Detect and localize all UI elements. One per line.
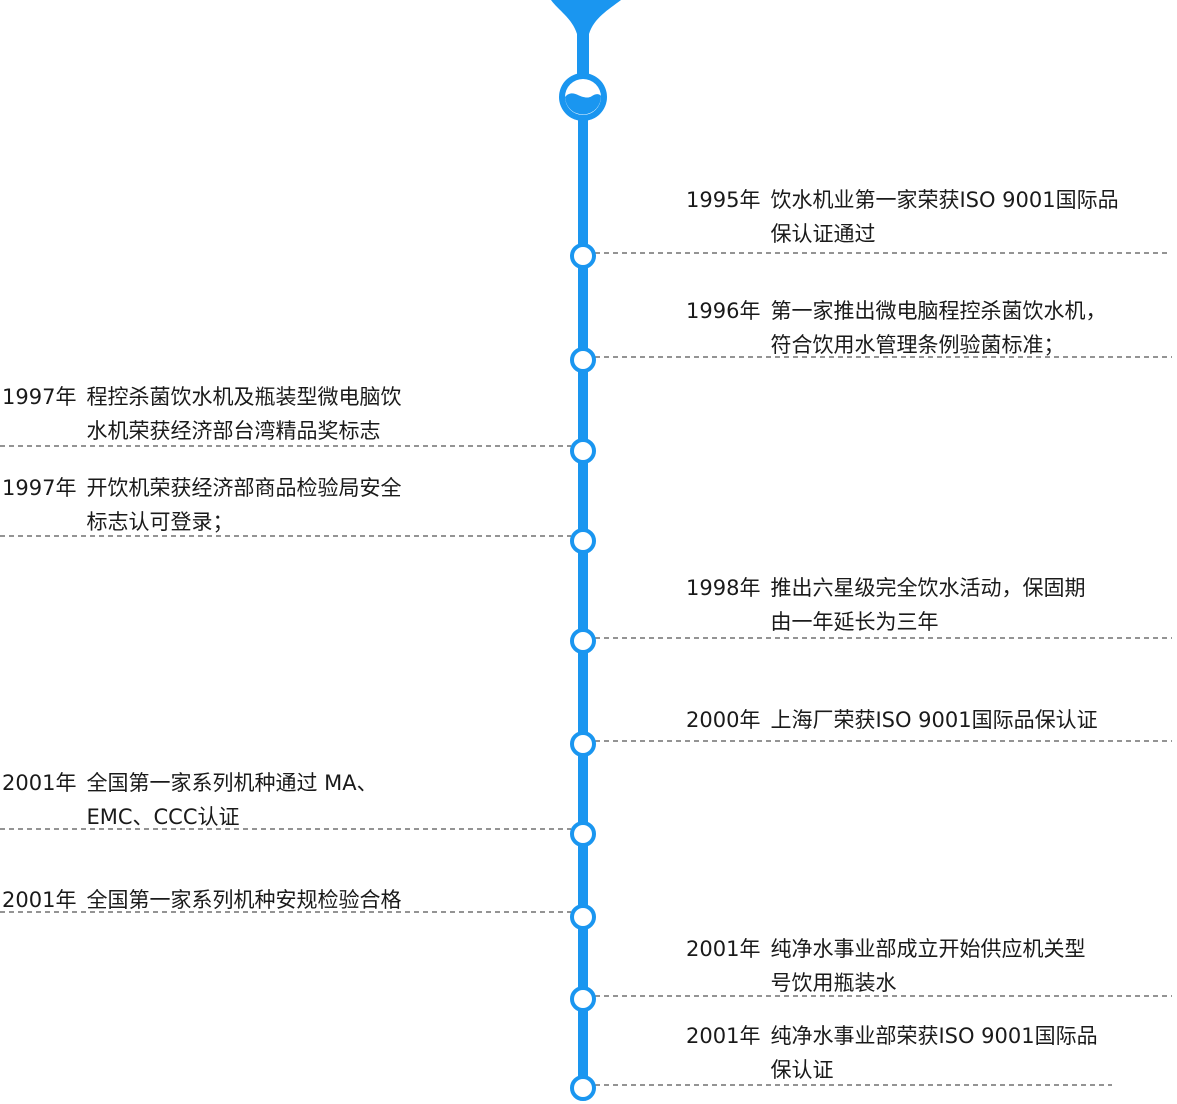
entry-year: 1996年 xyxy=(686,299,761,323)
timeline-entry: 2001年纯净水事业部荣获ISO 9001国际品保认证 xyxy=(686,1019,1098,1087)
entry-description-line: 饮水机业第一家荣获ISO 9001国际品 xyxy=(770,188,1119,212)
entry-description-line: 保认证通过 xyxy=(770,222,876,246)
entry-year: 2001年 xyxy=(2,888,77,912)
entry-description-line: 程控杀菌饮水机及瓶装型微电脑饮 xyxy=(86,385,402,409)
entry-description-line: 纯净水事业部荣获ISO 9001国际品 xyxy=(770,1024,1098,1048)
timeline-nodes xyxy=(0,243,1172,1101)
entry-description-line: 符合饮用水管理条例验菌标准； xyxy=(770,333,1065,357)
entry-description-line: 标志认可登录； xyxy=(86,510,234,534)
entry-description: 全国第一家系列机种通过 MA、 EMC、CCC认证 xyxy=(86,766,377,834)
entry-description: 程控杀菌饮水机及瓶装型微电脑饮水机荣获经济部台湾精品奖标志 xyxy=(86,380,401,448)
entry-description: 推出六星级完全饮水活动，保固期由一年延长为三年 xyxy=(770,571,1085,639)
entry-year: 2001年 xyxy=(686,1024,761,1048)
entry-description-line: 上海厂荣获ISO 9001国际品保认证 xyxy=(770,708,1098,732)
entry-year: 1998年 xyxy=(686,576,761,600)
entry-year: 1995年 xyxy=(686,188,761,212)
water-bubble-icon xyxy=(559,73,607,121)
timeline-stem xyxy=(578,78,588,1093)
timeline-entry: 1997年开饮机荣获经济部商品检验局安全标志认可登录； xyxy=(2,471,401,539)
entry-description: 上海厂荣获ISO 9001国际品保认证 xyxy=(770,703,1097,737)
entry-description-line: 推出六星级完全饮水活动，保固期 xyxy=(770,576,1086,600)
timeline-node-circle xyxy=(570,528,596,554)
timeline-node-circle xyxy=(570,904,596,930)
entry-description-line: 水机荣获经济部台湾精品奖标志 xyxy=(86,419,381,443)
timeline-node-circle xyxy=(570,986,596,1012)
timeline-node-circle xyxy=(570,438,596,464)
timeline-entry: 1997年程控杀菌饮水机及瓶装型微电脑饮水机荣获经济部台湾精品奖标志 xyxy=(2,380,401,448)
entry-description-line: 纯净水事业部成立开始供应机关型 xyxy=(770,937,1086,961)
timeline-node-circle xyxy=(570,731,596,757)
entry-description: 饮水机业第一家荣获ISO 9001国际品保认证通过 xyxy=(770,183,1118,251)
timeline-entry: 1995年饮水机业第一家荣获ISO 9001国际品保认证通过 xyxy=(686,183,1119,251)
entry-year: 2001年 xyxy=(2,771,77,795)
entry-description: 开饮机荣获经济部商品检验局安全标志认可登录； xyxy=(86,471,401,539)
timeline-node-circle xyxy=(570,821,596,847)
timeline-entry: 2000年上海厂荣获ISO 9001国际品保认证 xyxy=(686,703,1098,737)
entry-description: 纯净水事业部成立开始供应机关型号饮用瓶装水 xyxy=(770,932,1085,1000)
timeline-entry: 2001年全国第一家系列机种通过 MA、 EMC、CCC认证 xyxy=(2,766,378,834)
timeline-entry: 1998年推出六星级完全饮水活动，保固期由一年延长为三年 xyxy=(686,571,1085,639)
timeline-node-circle xyxy=(570,243,596,269)
timeline-node-circle xyxy=(570,628,596,654)
entry-description-line: 第一家推出微电脑程控杀菌饮水机， xyxy=(770,299,1107,323)
entry-description-line: 全国第一家系列机种安规检验合格 xyxy=(86,888,402,912)
entry-description-line: 全国第一家系列机种通过 MA、 xyxy=(86,771,378,795)
entry-year: 2001年 xyxy=(686,937,761,961)
entry-description: 纯净水事业部荣获ISO 9001国际品保认证 xyxy=(770,1019,1097,1087)
timeline-entry: 2001年全国第一家系列机种安规检验合格 xyxy=(2,883,401,917)
entry-year: 2000年 xyxy=(686,708,761,732)
entry-description-line: 由一年延长为三年 xyxy=(770,610,939,634)
entry-year: 1997年 xyxy=(2,385,77,409)
entry-description-line: 保认证 xyxy=(770,1058,834,1082)
timeline-entry: 1996年第一家推出微电脑程控杀菌饮水机， 符合饮用水管理条例验菌标准； xyxy=(686,294,1106,362)
entry-description: 第一家推出微电脑程控杀菌饮水机， 符合饮用水管理条例验菌标准； xyxy=(770,294,1106,362)
timeline-node-circle xyxy=(570,1075,596,1101)
entry-description-line: 开饮机荣获经济部商品检验局安全 xyxy=(86,476,402,500)
entry-year: 1997年 xyxy=(2,476,77,500)
entry-description-line: EMC、CCC认证 xyxy=(86,805,240,829)
timeline-entry: 2001年纯净水事业部成立开始供应机关型号饮用瓶装水 xyxy=(686,932,1085,1000)
timeline-node-circle xyxy=(570,347,596,373)
drop-funnel-icon xyxy=(551,0,621,78)
entry-description: 全国第一家系列机种安规检验合格 xyxy=(86,883,401,917)
entry-description-line: 号饮用瓶装水 xyxy=(770,971,897,995)
